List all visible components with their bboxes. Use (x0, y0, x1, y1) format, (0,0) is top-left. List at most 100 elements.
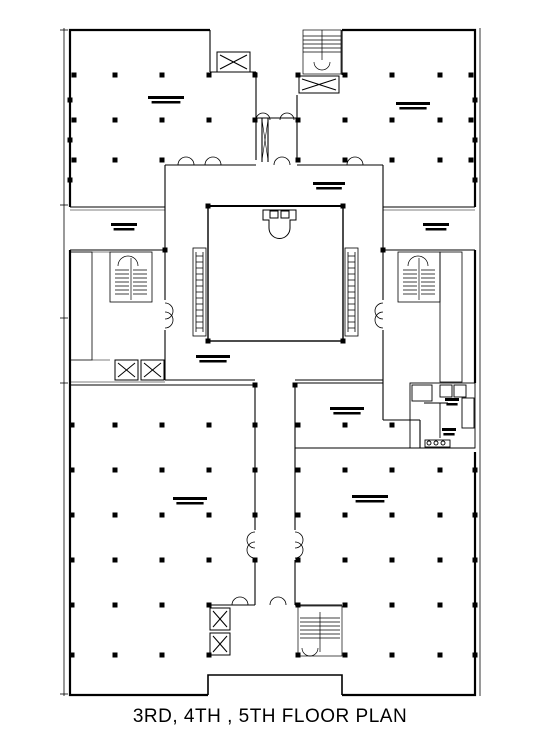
column (112, 422, 118, 428)
room-tag-bar (330, 407, 364, 410)
column (67, 97, 73, 103)
floor-plan-drawing (60, 28, 481, 697)
top-stair (302, 29, 342, 75)
column (342, 557, 348, 563)
atrium (207, 205, 344, 342)
column (205, 203, 211, 209)
column (112, 512, 118, 518)
column (389, 652, 395, 658)
shop-bottom-right (294, 382, 475, 606)
left-lobby (69, 207, 166, 380)
column (159, 117, 165, 123)
room-tag-bar (352, 495, 388, 498)
column (342, 422, 348, 428)
room-tag-bar (316, 187, 342, 190)
column (389, 157, 395, 163)
column (112, 467, 118, 473)
column (468, 72, 474, 78)
column (71, 117, 77, 123)
bottom-stair (297, 605, 343, 657)
column (472, 602, 478, 608)
column (206, 467, 212, 473)
column (252, 512, 258, 518)
column (112, 652, 118, 658)
room-tag-bar (355, 500, 385, 503)
column (67, 177, 73, 183)
room-tag-bar (399, 107, 427, 110)
column (252, 382, 258, 388)
column (342, 117, 348, 123)
column (112, 117, 118, 123)
column (437, 652, 443, 658)
atrium-lift (262, 209, 297, 239)
column (389, 512, 395, 518)
column (252, 117, 258, 123)
column (472, 557, 478, 563)
room-tag-bar (151, 101, 181, 104)
column (71, 157, 77, 163)
column (159, 557, 165, 563)
shop-top-right (296, 30, 475, 211)
column (389, 602, 395, 608)
column (295, 557, 301, 563)
top-lift-lobby (216, 51, 340, 94)
column (206, 72, 212, 78)
column (437, 467, 443, 473)
room-tag-bar (313, 182, 345, 185)
column (468, 117, 474, 123)
column (206, 602, 212, 608)
column (342, 602, 348, 608)
left-stair (115, 255, 147, 300)
column (437, 512, 443, 518)
column (252, 422, 258, 428)
column (69, 557, 75, 563)
column (437, 72, 443, 78)
column (472, 652, 478, 658)
column (380, 247, 386, 253)
column (295, 117, 301, 123)
column (205, 338, 211, 344)
column (342, 72, 348, 78)
column (69, 512, 75, 518)
room-tag-bar (111, 223, 137, 226)
column (206, 652, 212, 658)
column (69, 467, 75, 473)
outer-walls (68, 28, 477, 697)
column (159, 467, 165, 473)
bottom-lifts (209, 607, 231, 656)
column (389, 557, 395, 563)
right-stair (403, 255, 435, 300)
column (292, 382, 298, 388)
column (472, 177, 478, 183)
escalator-right (344, 247, 359, 337)
room-tag-bar (423, 223, 449, 226)
column (389, 72, 395, 78)
room-tag-bar (176, 502, 204, 505)
column (112, 72, 118, 78)
column (112, 557, 118, 563)
column (437, 117, 443, 123)
room-tags (111, 96, 459, 505)
room-tag-bar (446, 403, 458, 406)
left-dimension-line (60, 28, 68, 696)
structural-columns (67, 72, 478, 658)
column (206, 557, 212, 563)
column (340, 338, 346, 344)
left-lifts (114, 359, 165, 381)
column (67, 137, 73, 143)
column (252, 557, 258, 563)
column (295, 467, 301, 473)
door-swings (164, 112, 384, 606)
column (389, 422, 395, 428)
room-tag-bar (199, 360, 227, 363)
column (340, 203, 346, 209)
column (342, 652, 348, 658)
column (389, 117, 395, 123)
column (162, 247, 168, 253)
room-tag-bar (443, 433, 455, 436)
column (159, 512, 165, 518)
column (252, 72, 258, 78)
column (206, 117, 212, 123)
room-tag-bar (333, 412, 361, 415)
column (295, 72, 301, 78)
